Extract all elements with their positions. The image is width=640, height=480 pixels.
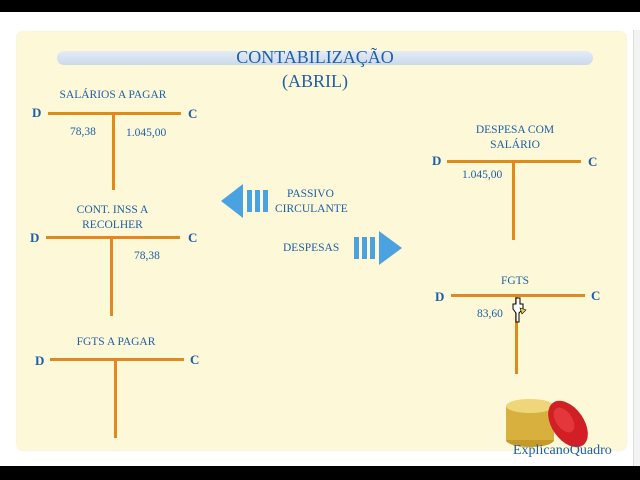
inss-label-line1: CONT. INSS A (76, 204, 149, 216)
salarios-debit-side: D (32, 105, 42, 120)
inss-credit-value: 78,38 (134, 250, 160, 262)
salarios-debit-value: 78,38 (70, 126, 96, 138)
fgts-pagar-debit-side: D (35, 353, 45, 368)
fgts-pagar-t-horizontal (50, 358, 184, 361)
arrow-left-icon (221, 184, 268, 218)
inss-t-horizontal (46, 236, 180, 239)
fgts-t-horizontal (451, 294, 585, 297)
despesa-label-line1: DESPESA COM (475, 124, 555, 136)
inss-label-line2: RECOLHER (82, 219, 143, 231)
slide-canvas (17, 32, 626, 450)
legend-despesas: DESPESAS (283, 242, 340, 254)
legend-passivo-line2: CIRCULANTE (275, 203, 348, 215)
fgts-debit-side: D (435, 289, 445, 304)
inss-credit-side: C (188, 230, 198, 245)
despesa-label-line2: SALÁRIO (490, 139, 540, 151)
inss-debit-side: D (30, 230, 40, 245)
inss-t-vertical (110, 236, 113, 316)
fgts-t-vertical (515, 294, 518, 374)
fgts-pagar-credit-side: C (190, 352, 200, 367)
fgts-credit-side: C (591, 288, 601, 303)
slide-subtitle: (ABRIL) (282, 71, 348, 91)
title-bar (57, 51, 593, 65)
account-fgts-label: FGTS (500, 275, 530, 287)
legend-passivo-line1: PASSIVO (287, 188, 334, 200)
account-salarios-label: SALÁRIOS A PAGAR (59, 89, 167, 101)
fgts-pagar-t-vertical (114, 358, 117, 438)
arrow-right-icon (354, 231, 402, 265)
top-letterbox (0, 0, 640, 12)
despesa-t-vertical (512, 160, 515, 240)
fgts-debit-value: 83,60 (477, 308, 503, 320)
brand-watermark: ExplicanoQuadro (513, 443, 612, 458)
despesa-debit-side: D (432, 153, 442, 168)
account-inss-label: CONT. INSS A RECOLHER (55, 203, 170, 233)
salarios-t-vertical (112, 112, 115, 190)
slide-title: CONTABILIZAÇÃO (236, 47, 394, 67)
bottom-letterbox (0, 466, 640, 480)
mouse-cursor-icon (512, 297, 527, 323)
salarios-credit-side: C (188, 106, 198, 121)
despesa-debit-value: 1.045,00 (462, 169, 503, 181)
account-despesa-salario-label: DESPESA COM SALÁRIO (455, 123, 575, 153)
account-fgts-pagar-label: FGTS A PAGAR (76, 336, 156, 348)
right-edge-strip (633, 30, 640, 466)
despesa-credit-side: C (588, 154, 598, 169)
logo-icon (506, 399, 588, 448)
salarios-credit-value: 1.045,00 (126, 127, 167, 139)
